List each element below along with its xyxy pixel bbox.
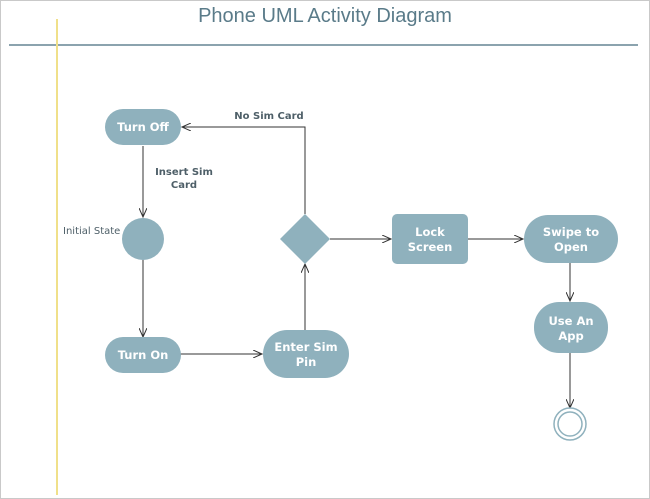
node-lock-screen-line1: Lock	[415, 225, 445, 239]
swimlane-divider	[56, 19, 58, 495]
decision-node	[280, 214, 330, 264]
node-swipe-to-open: Swipe to Open	[524, 215, 618, 263]
final-state-node	[553, 407, 587, 441]
node-enter-sim-pin: Enter Sim Pin	[263, 330, 349, 378]
node-turn-on-label: Turn On	[118, 348, 169, 362]
node-swipe-to-open-line2: Open	[554, 240, 588, 254]
node-turn-on: Turn On	[105, 337, 181, 373]
node-use-an-app-line1: Use An	[548, 314, 593, 328]
node-lock-screen: Lock Screen	[392, 214, 468, 264]
node-enter-sim-pin-line1: Enter Sim	[274, 340, 337, 354]
node-lock-screen-line2: Screen	[408, 240, 453, 254]
node-turn-off-label: Turn Off	[117, 120, 169, 134]
edge-decision-to-turnoff	[182, 127, 306, 214]
insert-sim-card-label-line2: Card	[171, 180, 197, 191]
diagram-title: Phone UML Activity Diagram	[198, 5, 452, 27]
node-enter-sim-pin-line2: Pin	[296, 355, 317, 369]
insert-sim-card-label-line1: Insert Sim	[155, 167, 213, 178]
node-use-an-app: Use An App	[534, 302, 608, 353]
node-use-an-app-line2: App	[558, 329, 583, 343]
title-divider	[9, 44, 638, 46]
node-swipe-to-open-line1: Swipe to	[543, 225, 599, 239]
initial-state-label: Initial State	[63, 226, 120, 237]
initial-state-node	[122, 218, 164, 260]
node-turn-off: Turn Off	[105, 109, 181, 145]
no-sim-card-label: No Sim Card	[234, 111, 303, 122]
